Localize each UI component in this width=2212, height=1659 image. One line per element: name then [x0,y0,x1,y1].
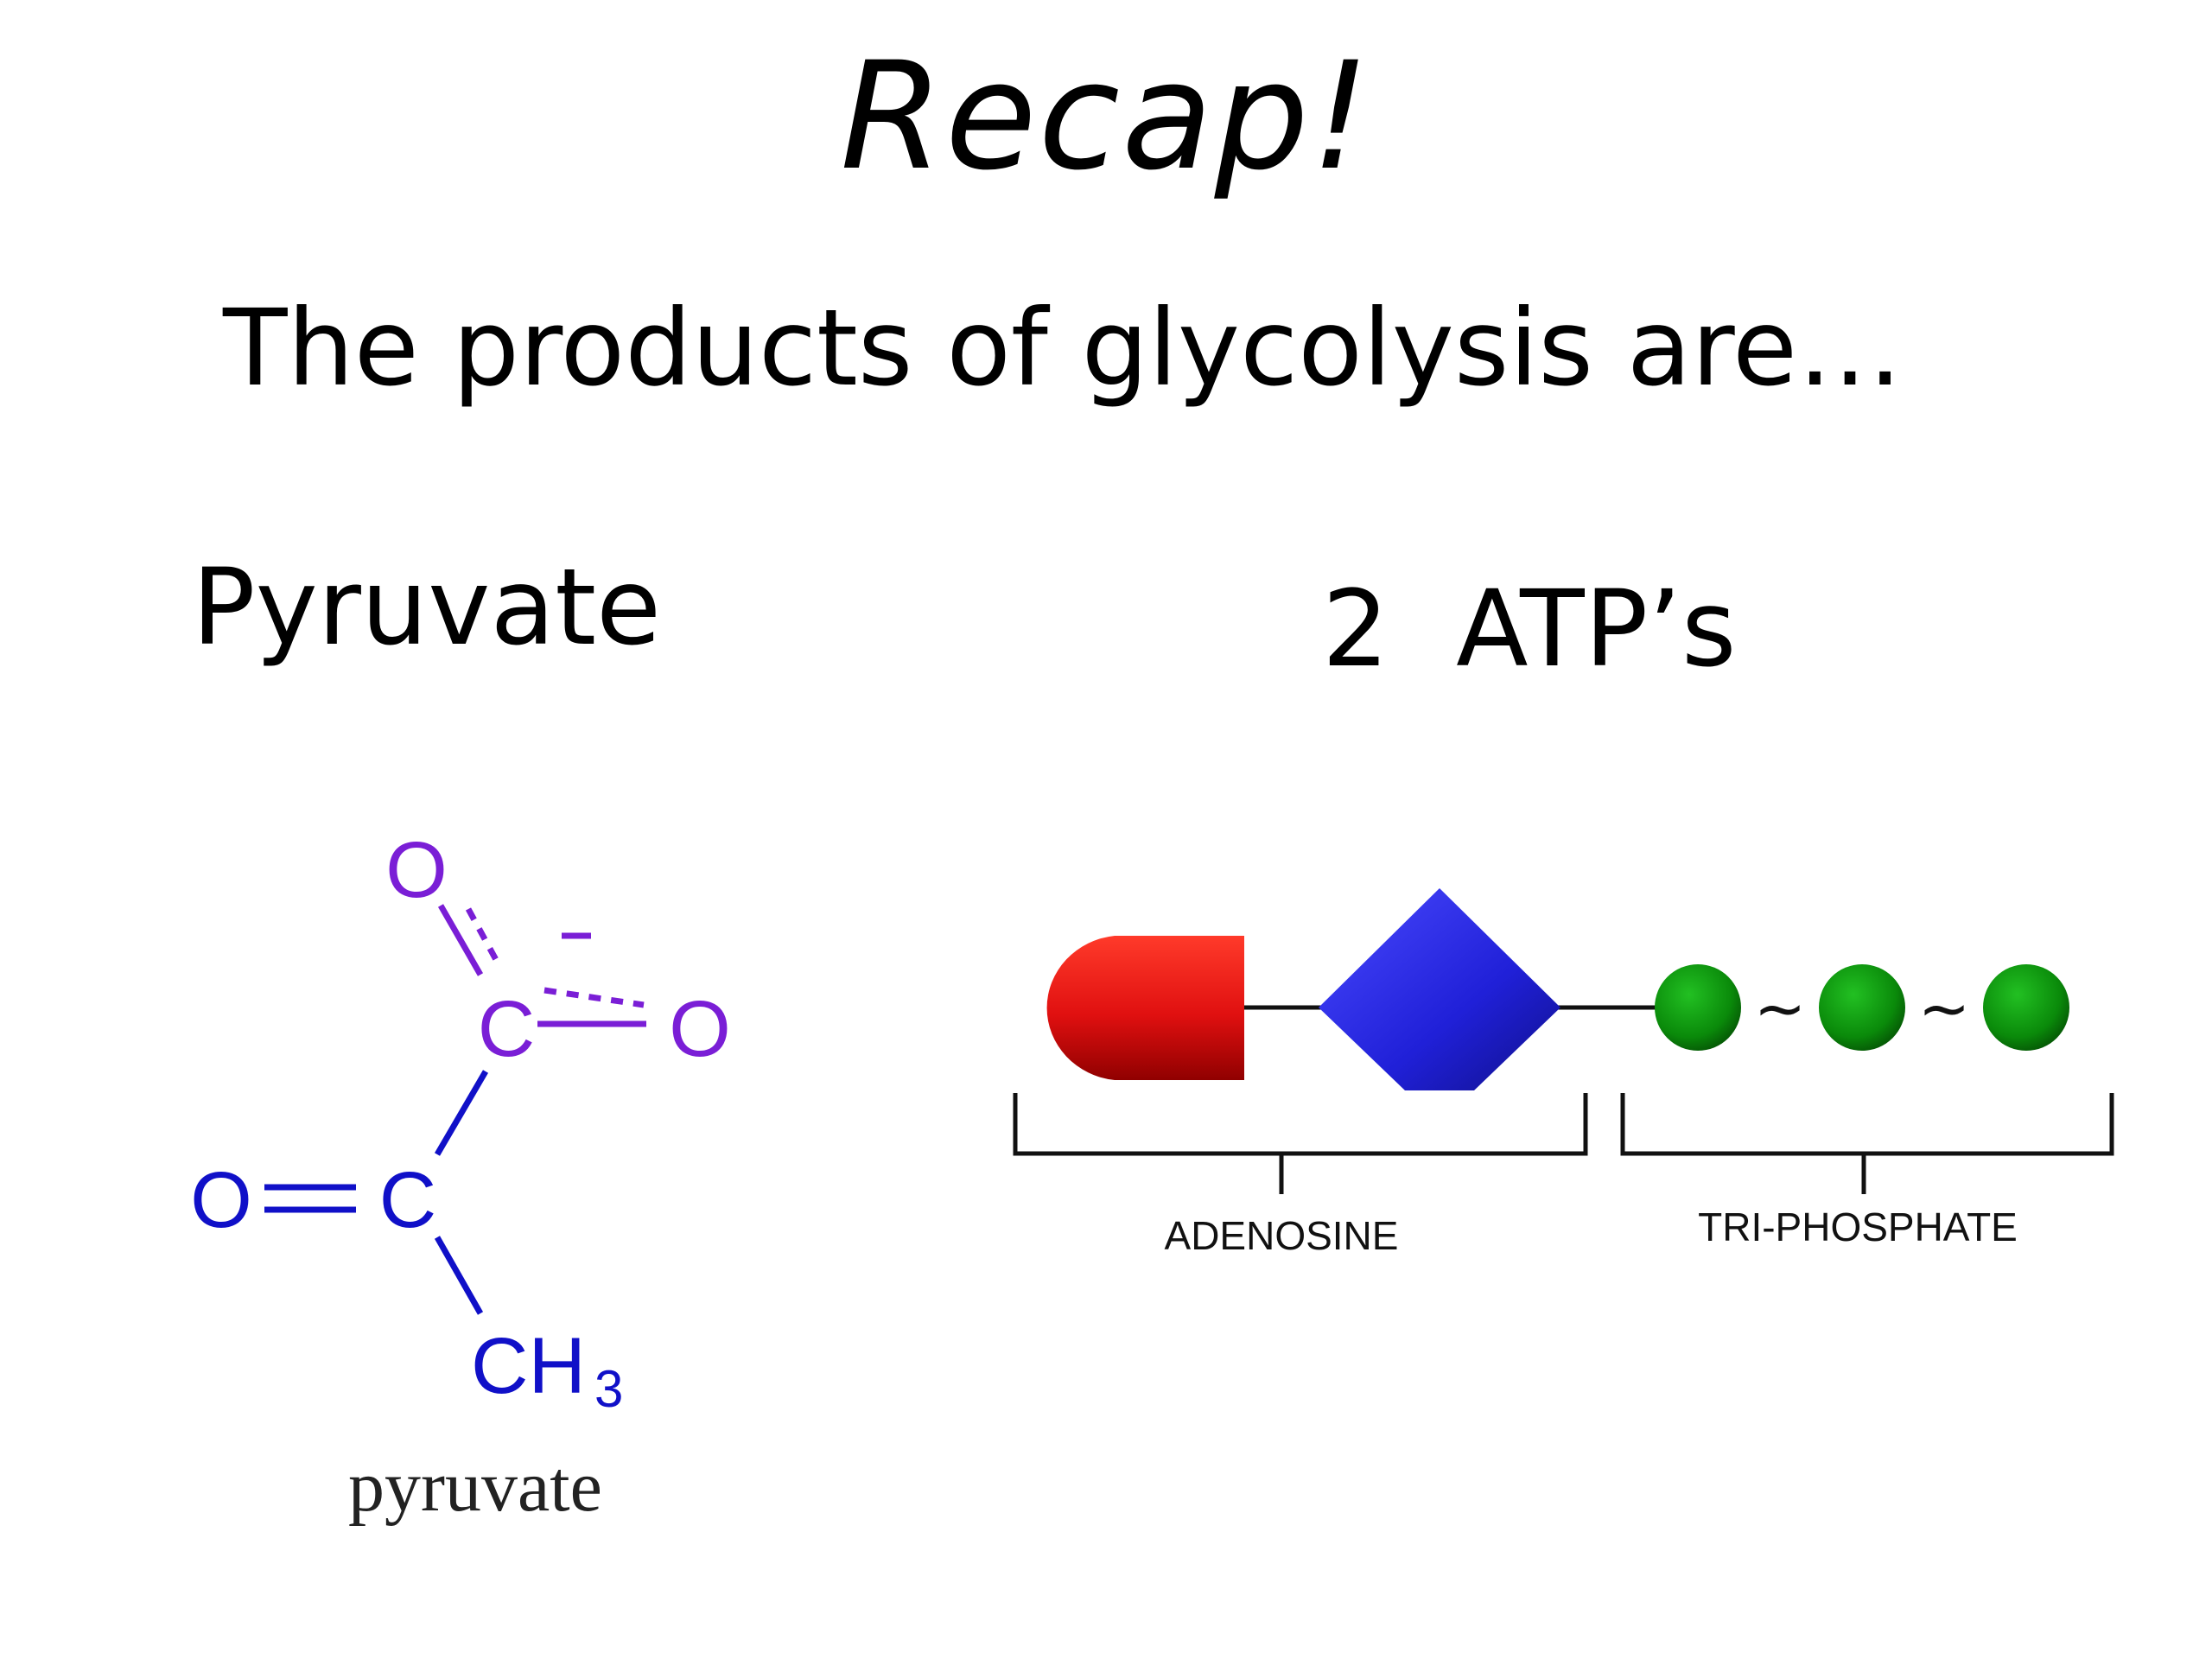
atom-c-upper: C [478,985,535,1073]
atp-heading: 2 ATP’s [1322,568,1737,690]
atom-o-left: O [190,1156,252,1244]
triphosphate-bracket [1620,1093,2114,1194]
atom-o-right: O [669,985,731,1073]
pyruvate-heading: Pyruvate [192,546,662,669]
ketone-bonds [264,1070,489,1315]
carboxylate-bonds [437,904,646,1027]
adenine-capsule [1046,936,1247,1080]
high-energy-bond-1: ~ [1754,972,1806,1045]
atom-o-top: O [385,826,448,914]
phosphate-1 [1655,964,1741,1051]
ribose-diamond [1319,888,1560,1090]
high-energy-bond-2: ~ [1918,972,1970,1045]
atom-ch3-subscript: 3 [594,1360,623,1418]
triphosphate-label: TRI-PHOSPHATE [1698,1205,2018,1249]
pyruvate-caption: pyruvate [348,1446,602,1527]
atom-c-lower: C [379,1156,436,1244]
atom-ch3: CH [471,1322,586,1410]
adenosine-label: ADENOSINE [1165,1213,1399,1258]
phosphate-3 [1983,964,2069,1051]
slide-title: Recap! [840,29,1372,203]
phosphate-2 [1819,964,1905,1051]
atp-diagram: ~ ~ ADENOSINE TRI-PHOSPHATE [1013,888,2114,1258]
slide-subtitle: The products of glycolysis are… [222,287,1904,410]
adenosine-bracket [1013,1093,1588,1194]
